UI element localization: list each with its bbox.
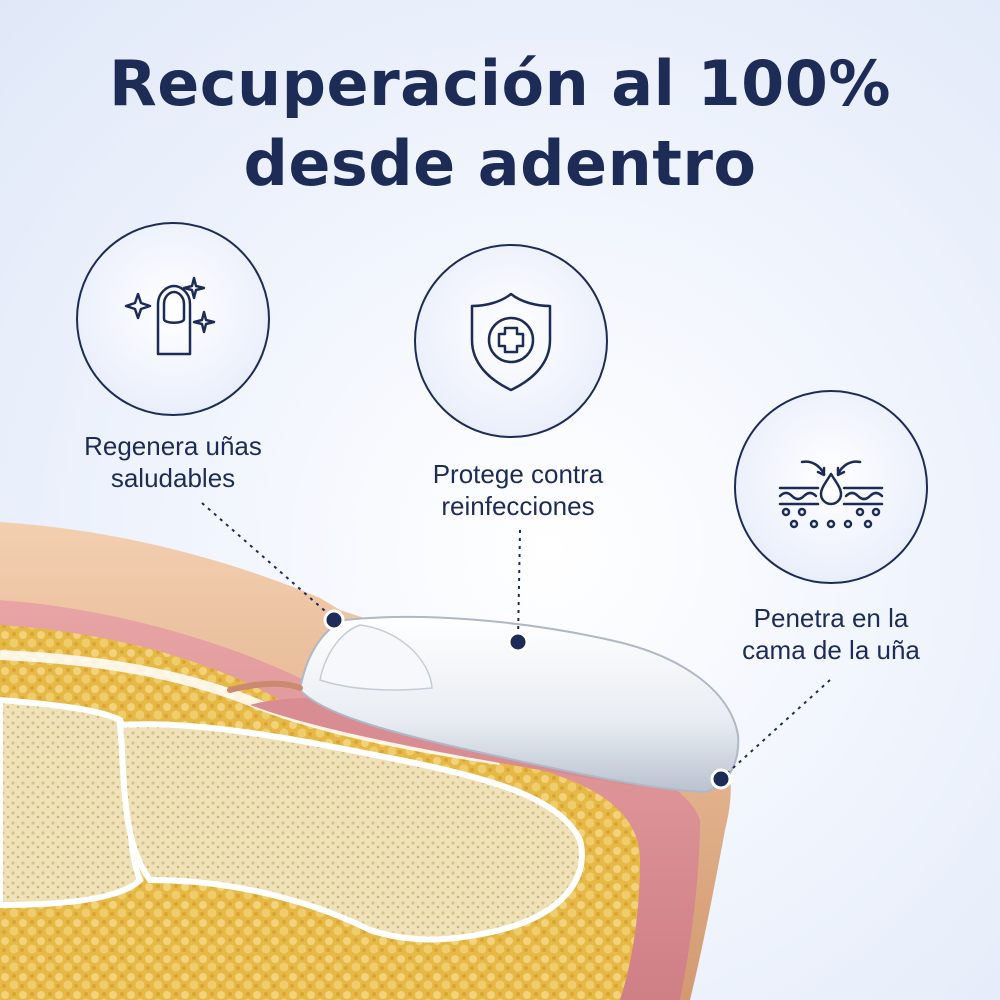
feature-2-line-1: Protege contra: [432, 459, 604, 489]
nail-sparkles-icon: [124, 276, 216, 356]
feature-caption-penetrate: Penetra en la cama de la uña: [722, 602, 940, 666]
feature-badge-protect: [414, 244, 608, 438]
feature-caption-regenerate: Regenera uñas saludables: [68, 430, 278, 494]
feature-badge-penetrate: [734, 390, 928, 584]
feature-3-line-2: cama de la uña: [742, 635, 920, 665]
feature-1-line-2: saludables: [110, 463, 236, 493]
title-line-2: desde adentro: [243, 127, 757, 200]
page-title: Recuperación al 100% desde adentro: [0, 44, 1000, 204]
pointer-dot-2: [507, 631, 529, 653]
feature-1-line-1: Regenera uñas: [84, 431, 262, 461]
feature-3-line-1: Penetra en la: [753, 603, 909, 633]
feature-2-line-2: reinfecciones: [441, 491, 595, 521]
pointer-dot-3: [710, 768, 732, 790]
feature-caption-protect: Protege contra reinfecciones: [408, 458, 628, 522]
title-line-1: Recuperación al 100%: [108, 47, 892, 120]
pointer-dot-1: [323, 609, 345, 631]
shield-plus-icon: [470, 292, 552, 392]
skin-penetration-icon: [778, 460, 884, 529]
feature-badge-regenerate: [76, 222, 270, 416]
